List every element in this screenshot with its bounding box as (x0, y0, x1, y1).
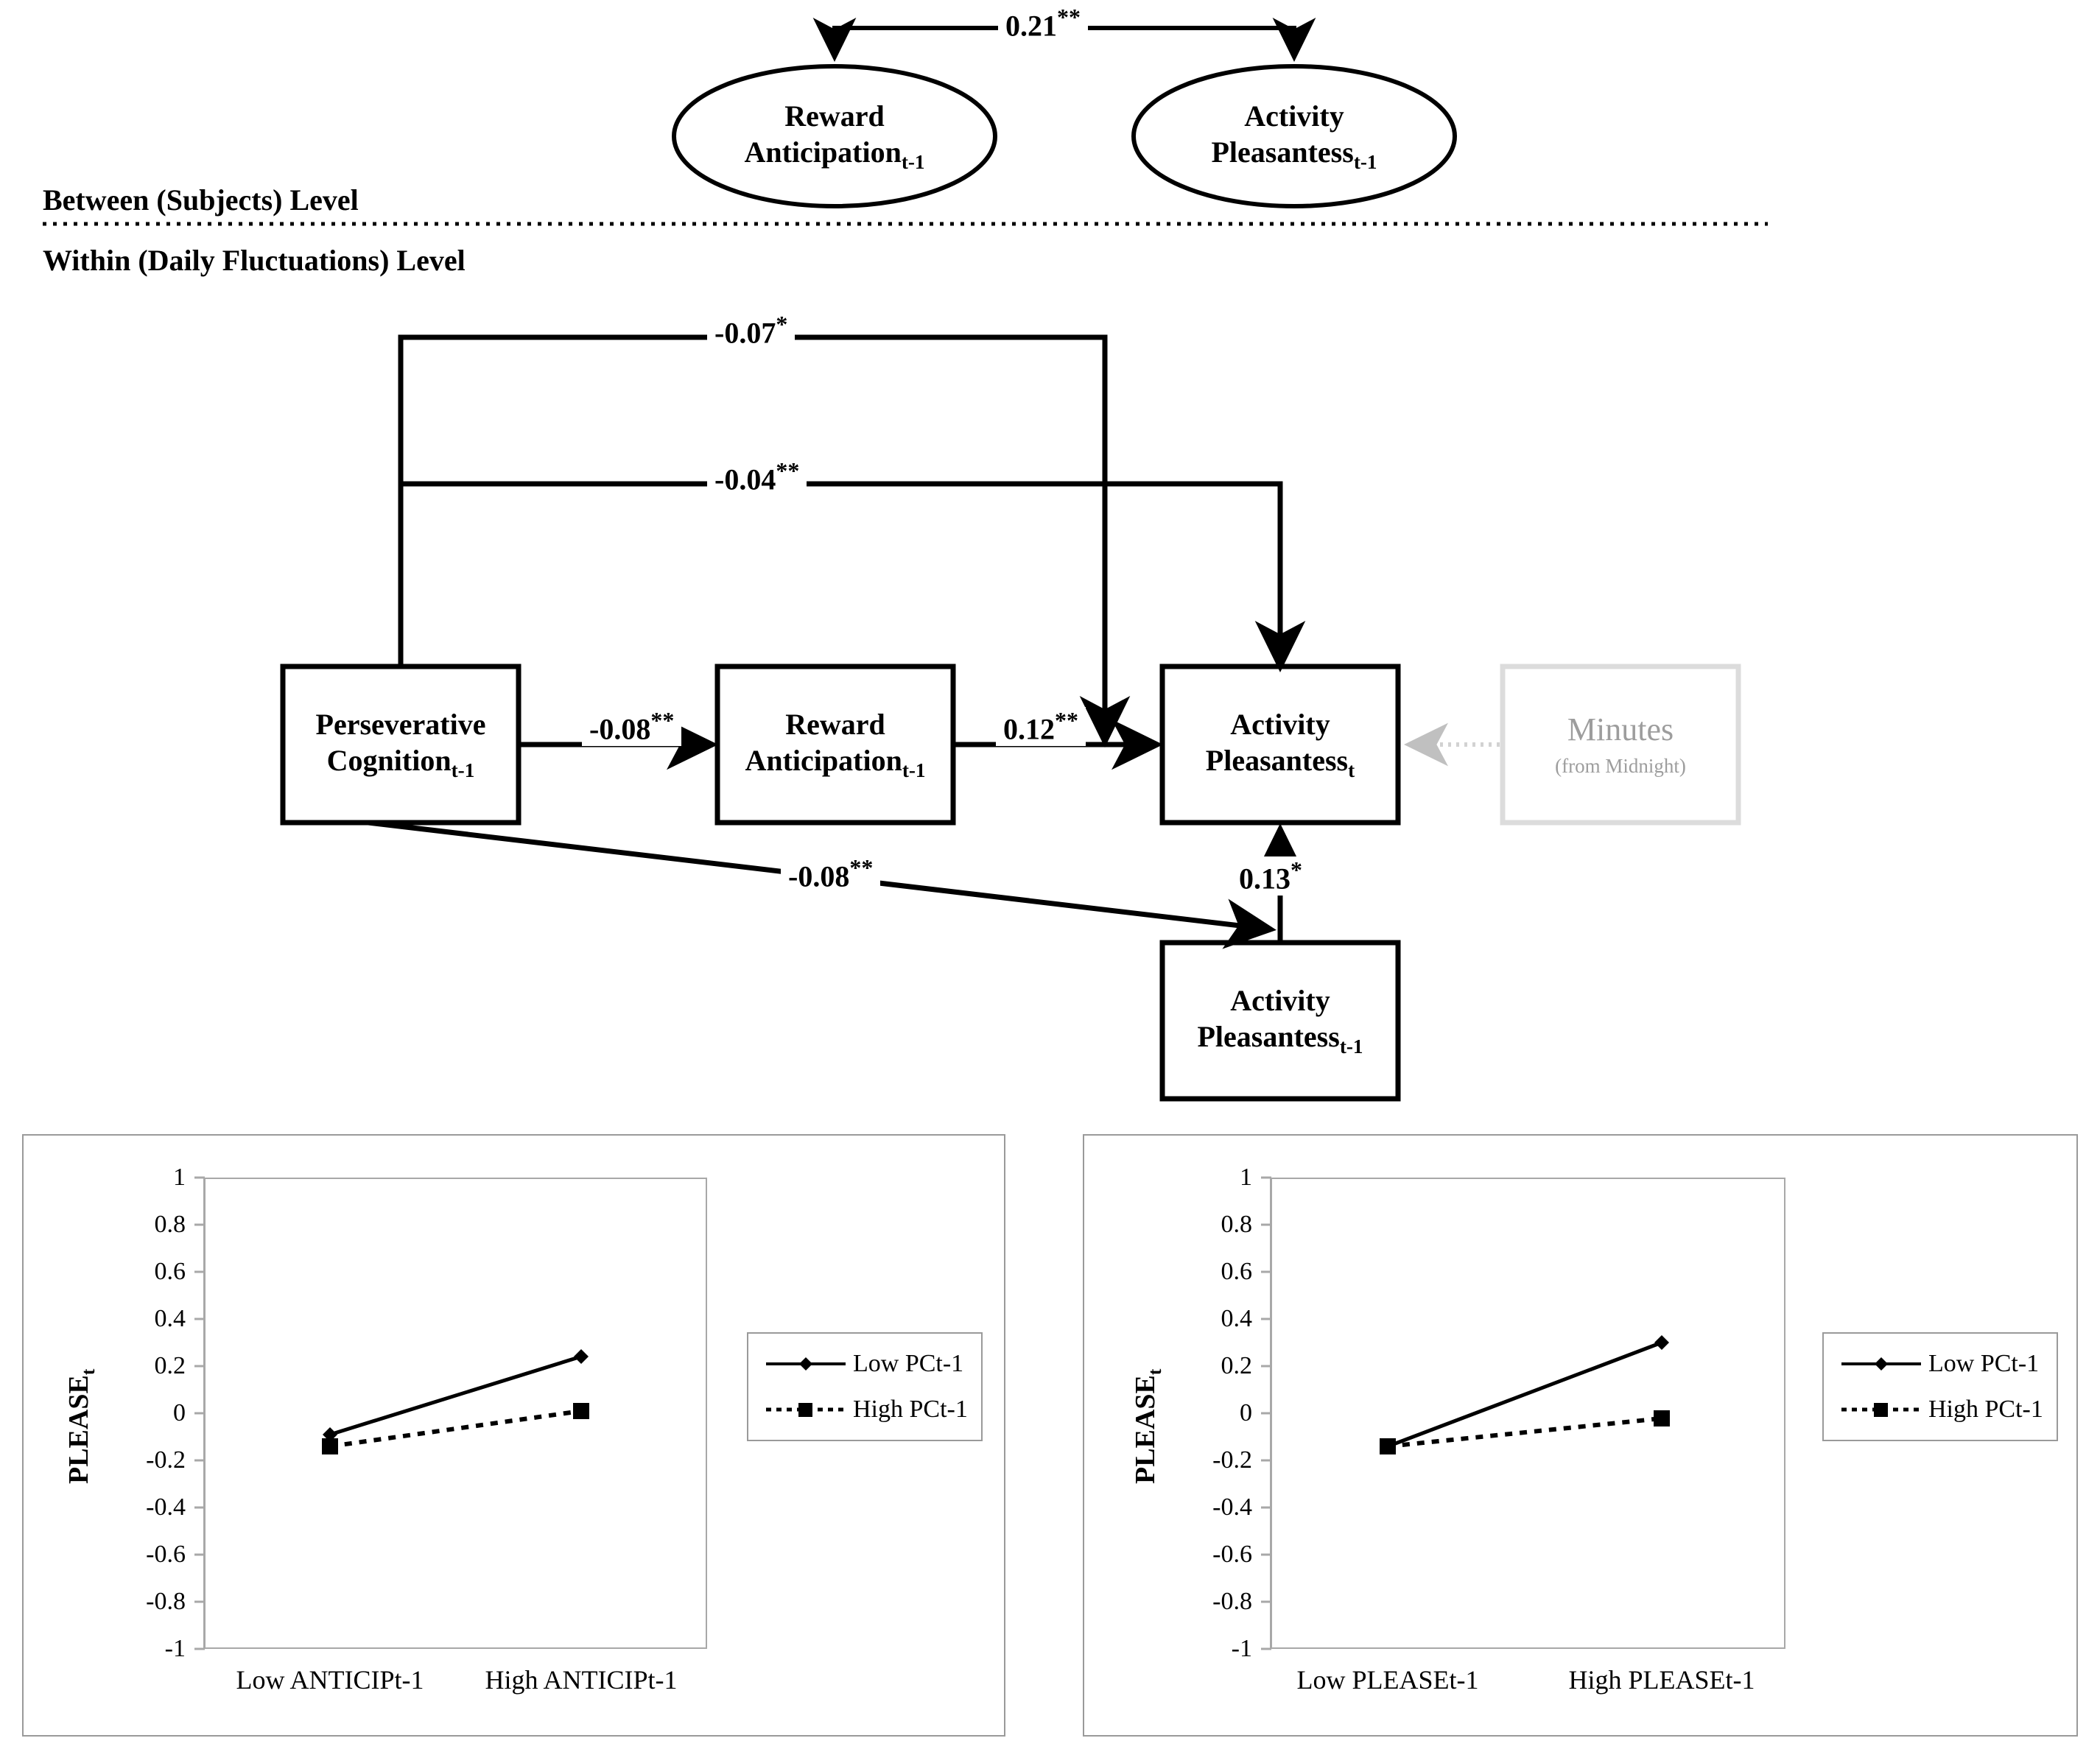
legend-key-dotted-square (765, 1401, 847, 1418)
legend-label: High PCt-1 (853, 1396, 968, 1423)
node-line1: Activity (1230, 983, 1330, 1017)
plot-area-please (1270, 1178, 1785, 1649)
node-line1: Activity (1244, 99, 1344, 133)
ytick-label: -0.6 (146, 1541, 186, 1568)
legend-item-low-pc[interactable]: Low PCt-1 (765, 1350, 963, 1378)
node-line1: Reward (784, 99, 885, 133)
coef-pc-to-anticip: -0.08** (582, 707, 682, 747)
node-activity-pleasantess-t[interactable]: Activity Pleasantesst (1162, 666, 1398, 823)
node-line2: Cognitiont-1 (326, 744, 475, 782)
ytick-label: 0 (173, 1399, 186, 1426)
within-level-label: Within (Daily Fluctuations) Level (43, 244, 466, 277)
legend-label: Low PCt-1 (853, 1350, 964, 1377)
ytick-label: 0.4 (1221, 1305, 1253, 1332)
ytick-label: -1 (164, 1635, 186, 1662)
node-line2: Anticipationt-1 (744, 136, 925, 174)
ytick-label: -0.4 (1212, 1494, 1252, 1521)
legend-key-solid-diamond (1840, 1356, 1922, 1372)
xtick-label: High ANTICIPt-1 (485, 1665, 678, 1695)
ytick-label: -0.2 (1212, 1446, 1252, 1474)
node-reward-anticipation-within[interactable]: Reward Anticipationt-1 (717, 666, 953, 823)
legend-anticip: Low PCt-1 High PCt-1 (747, 1332, 983, 1441)
legend-key-dotted-square (1840, 1401, 1922, 1418)
legend-key-solid-diamond (765, 1356, 847, 1372)
ytick-label: -1 (1231, 1635, 1252, 1662)
xtick-label: Low PLEASEt-1 (1296, 1665, 1479, 1695)
node-line1: Minutes (1567, 711, 1674, 748)
node-reward-anticipation-between[interactable]: Reward Anticipationt-1 (674, 66, 995, 206)
node-line1: Reward (785, 707, 885, 741)
node-line1: Activity (1230, 707, 1330, 741)
between-level-label: Between (Subjects) Level (43, 183, 359, 217)
node-line2: Pleasantesst (1205, 744, 1355, 782)
ytick-label: 0.2 (1221, 1352, 1253, 1379)
coef-pc-to-please-direct: -0.08** (781, 854, 881, 894)
ytick-label: -0.8 (1212, 1588, 1252, 1615)
ytick-label: 0.8 (1221, 1211, 1253, 1238)
legend-item-high-pc[interactable]: High PCt-1 (1840, 1396, 2043, 1424)
plot-area-anticip (203, 1178, 707, 1649)
node-line2: Pleasantesst-1 (1197, 1020, 1363, 1058)
ytick-label: 1 (173, 1164, 186, 1191)
y-axis-label-anticip: PLEASEt (63, 1368, 99, 1485)
coef-between-covariance: 0.21** (998, 4, 1088, 43)
ytick-label: 0.6 (154, 1258, 186, 1285)
chart-card-please: 1 0.8 0.6 0.4 0.2 0 -0.2 -0.4 -0.6 -0.8 … (1083, 1134, 2078, 1737)
node-perseverative-cognition[interactable]: Perseverative Cognitiont-1 (283, 666, 519, 823)
coef-please-lag-to-please: 0.13* (1232, 856, 1310, 896)
ytick-label: 0.4 (154, 1305, 186, 1332)
ytick-label: -0.6 (1212, 1541, 1252, 1568)
ytick-label: 0.8 (154, 1211, 186, 1238)
coef-pc-to-please-moderation: -0.04** (707, 457, 807, 497)
coef-anticip-to-please: 0.12** (996, 707, 1086, 747)
ytick-label: -0.4 (146, 1494, 186, 1521)
node-line2: Pleasantesst-1 (1211, 136, 1377, 174)
legend-label: High PCt-1 (1928, 1396, 2043, 1423)
coef-pc-to-interaction-upper: -0.07* (707, 311, 796, 351)
xtick-label: High PLEASEt-1 (1568, 1665, 1755, 1695)
legend-item-low-pc[interactable]: Low PCt-1 (1840, 1350, 2039, 1378)
node-line1: Perseverative (315, 707, 486, 741)
node-minutes-covariate[interactable]: Minutes (from Midnight) (1503, 666, 1738, 823)
legend-please: Low PCt-1 High PCt-1 (1822, 1332, 2058, 1441)
ytick-label: -0.8 (146, 1588, 186, 1615)
path-pc-to-please-moderation (398, 481, 1283, 666)
legend-item-high-pc[interactable]: High PCt-1 (765, 1396, 968, 1424)
ytick-label: -0.2 (146, 1446, 186, 1474)
ytick-label: 0.6 (1221, 1258, 1253, 1285)
node-activity-pleasantess-t1[interactable]: Activity Pleasantesst-1 (1162, 943, 1398, 1099)
ytick-label: 0.2 (154, 1352, 186, 1379)
xtick-label: Low ANTICIPt-1 (236, 1665, 424, 1695)
legend-label: Low PCt-1 (1928, 1350, 2040, 1377)
ytick-label: 0 (1240, 1399, 1252, 1426)
ytick-label: 1 (1240, 1164, 1252, 1191)
y-axis-label-please: PLEASEt (1130, 1368, 1165, 1485)
node-line2: (from Midnight) (1555, 755, 1686, 778)
chart-card-anticip: 1 0.8 0.6 0.4 0.2 0 -0.2 -0.4 -0.6 -0.8 … (22, 1134, 1005, 1737)
node-line2: Anticipationt-1 (745, 744, 926, 782)
node-activity-pleasantess-between[interactable]: Activity Pleasantesst-1 (1134, 66, 1455, 206)
